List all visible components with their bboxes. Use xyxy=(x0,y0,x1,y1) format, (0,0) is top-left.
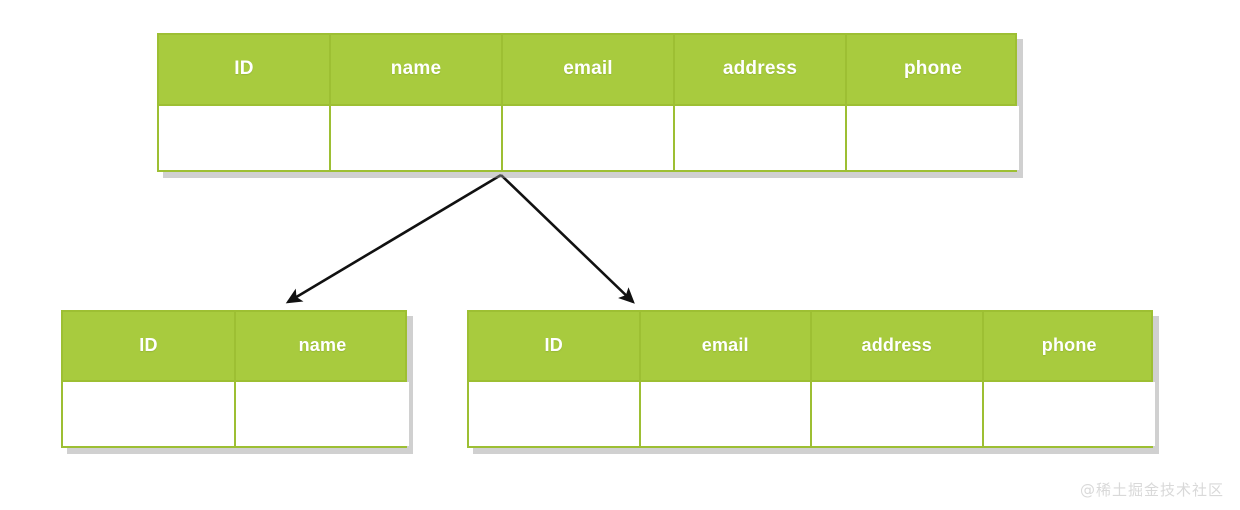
original-table[interactable]: ID name email address phone xyxy=(157,33,1019,172)
column-header-phone: phone xyxy=(1041,335,1097,356)
table-row xyxy=(63,379,409,446)
column-header-name: name xyxy=(298,335,347,356)
cell-address xyxy=(675,105,847,170)
column-header-id: ID xyxy=(159,35,331,104)
column-header-name: name xyxy=(331,35,503,104)
cell-id xyxy=(63,381,236,446)
column-header-id: ID xyxy=(63,312,236,380)
cell-phone xyxy=(983,381,1155,446)
cell-email xyxy=(640,381,812,446)
cell-phone xyxy=(847,105,1019,170)
watermark: @稀土掘金技术社区 xyxy=(1079,481,1224,499)
cell-id xyxy=(469,381,641,446)
column-header-address: address xyxy=(675,35,847,104)
column-header-email: email xyxy=(641,312,812,380)
arrow-to-right-table xyxy=(500,174,635,304)
cell-email xyxy=(503,105,675,170)
table-header-row: ID email address phone xyxy=(469,312,1151,380)
table-header-row: ID name xyxy=(63,312,405,380)
split-table-left[interactable]: ID name xyxy=(61,310,409,448)
table-header-row: ID name email address phone xyxy=(159,35,1015,104)
arrow-to-left-table xyxy=(285,173,502,304)
table-row xyxy=(159,103,1019,170)
cell-address xyxy=(812,381,984,446)
column-header-email: email xyxy=(503,35,675,104)
split-table-right[interactable]: ID email address phone xyxy=(467,310,1155,448)
table-row xyxy=(469,379,1155,446)
column-header-phone: phone xyxy=(904,58,962,80)
cell-name xyxy=(331,105,503,170)
cell-id xyxy=(159,105,331,170)
column-header-address: address xyxy=(812,312,984,380)
column-header-id: ID xyxy=(469,312,641,380)
cell-name xyxy=(236,381,409,446)
